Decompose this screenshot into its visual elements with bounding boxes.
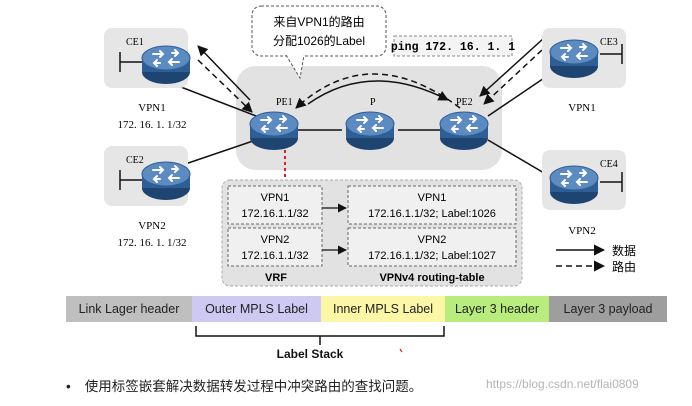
arrow-dashed-icon	[295, 73, 461, 109]
vrf-entry-1	[227, 185, 323, 225]
left-bottom-ip-label: 172. 16. 1. 1/32	[117, 237, 186, 249]
right-top-vpn-label: VPN1	[568, 102, 596, 114]
legend: 数据 路由	[556, 243, 636, 274]
vrf-entry-2-vpn: VPN2	[261, 234, 290, 246]
vrf-title: VRF	[265, 272, 287, 284]
vpnv4-title: VPNv4 routing-table	[379, 272, 484, 284]
ce4-label: CE4	[600, 159, 618, 170]
router-icon	[345, 111, 395, 151]
vpnv4-entry-1-vpn: VPN1	[418, 192, 447, 204]
pe1-label: PE1	[276, 97, 293, 108]
legend-route-label: 路由	[612, 259, 636, 274]
vpnv4-entry-1-route: 172.16.1.1/32; Label:1026	[368, 208, 496, 220]
router-icon	[439, 111, 489, 151]
label-stack-bar: Link Lager header Outer MPLS Label Inner…	[66, 296, 667, 322]
ce3-label: CE3	[600, 37, 618, 48]
arrow-solid-icon	[479, 37, 545, 97]
red-tick-mark	[399, 348, 403, 353]
right-bottom-vpn-label: VPN2	[568, 225, 596, 237]
ce2-label: CE2	[126, 155, 144, 166]
label-stack-caption: Label Stack	[276, 347, 344, 361]
vpnv4-entry-2-route: 172.16.1.1/32; Label:1027	[368, 250, 496, 262]
vrf-entry-1-route: 172.16.1.1/32	[241, 208, 308, 220]
left-bottom-vpn-label: VPN2	[138, 220, 166, 232]
router-icon	[549, 165, 599, 205]
bullet-point: • 使用标签嵌套解决数据转发过程中冲突路由的查找问题。	[66, 375, 422, 395]
p-label: P	[370, 97, 376, 108]
vpnv4-entry-2	[347, 227, 517, 267]
bullet-icon: •	[66, 379, 71, 394]
vpnv4-entry-1	[347, 185, 517, 225]
segment-inner-mpls-label: Inner MPLS Label	[321, 296, 445, 322]
arrow-solid-icon	[197, 45, 251, 101]
arrow-dashed-icon	[197, 59, 253, 113]
label-allocation-callout: 来自VPN1的路由 分配1026的Label	[251, 5, 387, 80]
pe2-label: PE2	[456, 97, 473, 108]
callout-line-1: 来自VPN1的路由	[273, 14, 364, 29]
router-icon	[141, 161, 191, 201]
arrow-solid-icon	[307, 80, 449, 105]
left-top-ip-label: 172. 16. 1. 1/32	[117, 119, 186, 131]
segment-outer-mpls-label: Outer MPLS Label	[192, 296, 321, 322]
watermark: https://blog.csdn.net/flai0809	[486, 377, 639, 391]
ping-box	[393, 35, 513, 57]
router-icon	[549, 39, 599, 79]
segment-layer3-header: Layer 3 header	[445, 296, 549, 322]
vrf-entry-1-vpn: VPN1	[261, 192, 290, 204]
segment-layer3-payload: Layer 3 payload	[549, 296, 667, 322]
callout-line-2: 分配1026的Label	[273, 33, 365, 48]
arrow-dashed-icon	[483, 49, 543, 105]
ce1-label: CE1	[126, 37, 144, 48]
vpnv4-entry-2-vpn: VPN2	[418, 234, 447, 246]
legend-data-label: 数据	[612, 243, 636, 258]
label-stack-bracket	[195, 326, 445, 337]
router-icon	[141, 45, 191, 85]
router-icon	[249, 111, 299, 151]
bullet-text: 使用标签嵌套解决数据转发过程中冲突路由的查找问题。	[84, 379, 423, 394]
ping-command: ping 172. 16. 1. 1	[391, 41, 515, 54]
vrf-entry-2-route: 172.16.1.1/32	[241, 250, 308, 262]
left-top-vpn-label: VPN1	[138, 102, 166, 114]
segment-link-layer-header: Link Lager header	[66, 296, 192, 322]
vrf-entry-2	[227, 227, 323, 267]
